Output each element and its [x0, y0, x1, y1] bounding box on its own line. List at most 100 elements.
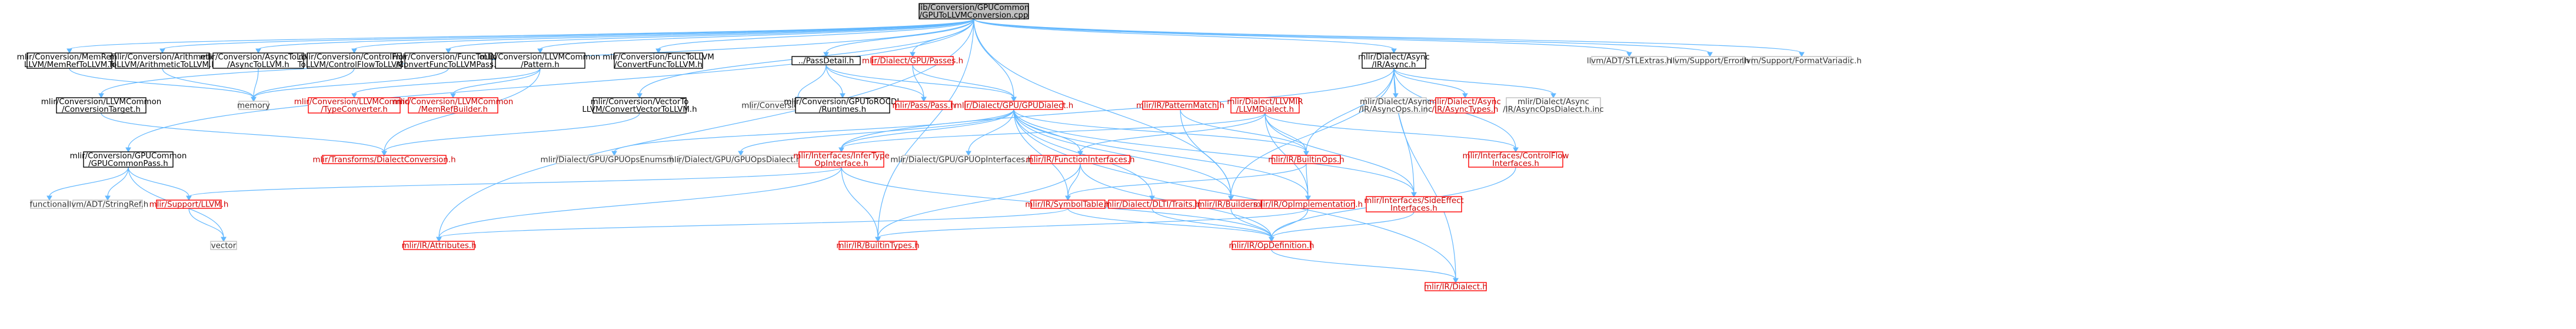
node-box	[322, 155, 447, 164]
node-func2llvmpass[interactable]: mlir/Conversion/FuncToLLVM/ConvertFuncTo…	[392, 52, 504, 69]
node-label: /TypeConverter.h	[321, 105, 387, 114]
node-dlti[interactable]: mlir/Dialect/DLTI/Traits.h	[1104, 200, 1200, 210]
node-label: vector	[211, 242, 237, 251]
node-label: mlir/Conversion/AsyncToLLVM	[200, 53, 317, 62]
node-label: mlir/Dialect/DLTI/Traits.h	[1104, 201, 1200, 210]
edge-symboltable-to-opdefinition	[1067, 208, 1274, 242]
node-label: mlir/IR/Attributes.h	[401, 242, 476, 251]
node-box	[1435, 97, 1495, 114]
node-opimpl[interactable]: mlir/IR/OpImplementation.h	[1253, 200, 1363, 210]
node-supportllvm[interactable]: mlir/Support/LLVM.h	[149, 200, 229, 210]
edge-root-to-memref	[66, 18, 974, 54]
node-box	[403, 241, 475, 250]
node-label: Interfaces.h	[1492, 159, 1539, 168]
edge-asyncdialect-to-irbuilders	[1228, 68, 1394, 201]
node-label: /Runtimes.h	[819, 105, 866, 114]
node-label: mlir/Interfaces/InferType	[793, 152, 890, 161]
node-box	[1030, 155, 1130, 164]
edge-inferiface-to-supportllvm	[186, 167, 842, 201]
node-label: memory	[237, 102, 270, 111]
node-label: mlir/IR/Dialect.h	[1424, 283, 1487, 292]
edge-gpupasses-to-gpudialect	[912, 64, 1017, 102]
node-gpucommonpass[interactable]: mlir/Conversion/GPUCommon/GPUCommonPass.…	[70, 151, 187, 168]
node-asyncdialect[interactable]: mlir/Dialect/Async/IR/Async.h	[1358, 52, 1430, 69]
node-label: lib/Conversion/GPUCommon	[918, 4, 1030, 12]
node-label: mlir/Conversion/GPUToROCDL	[784, 98, 901, 107]
node-cf2llvm[interactable]: mlir/Conversion/ControlFlowToLLVM/Contro…	[297, 52, 411, 69]
node-label: mlir/Dialect/GPU/GPUOpsDialect.h.inc	[667, 156, 815, 165]
node-label: mlir/IR/OpDefinition.h	[1229, 242, 1314, 251]
node-label: ../PassDetail.h	[798, 57, 854, 66]
node-passpass[interactable]: mlir/Pass/Pass.h	[892, 101, 956, 111]
node-label: /IR/Async.h	[1372, 61, 1416, 69]
node-box	[1752, 56, 1852, 65]
node-label: mlir/Conversion/LLVMCommon	[480, 53, 601, 62]
node-rocdlruntimes[interactable]: mlir/Conversion/GPUToROCDL/Runtimes.h	[784, 97, 901, 114]
node-box	[1261, 200, 1355, 209]
node-root[interactable]: lib/Conversion/GPUCommon/GPUToLLVMConver…	[918, 3, 1030, 20]
edge-root-to-passdetail	[823, 18, 974, 58]
node-label: OpInterface.h	[814, 159, 868, 168]
node-opdefinition[interactable]: mlir/IR/OpDefinition.h	[1229, 241, 1314, 251]
node-box	[871, 56, 954, 65]
node-convtarget[interactable]: mlir/Conversion/LLVMCommon/ConversionTar…	[41, 97, 162, 114]
node-llvmpattern[interactable]: mlir/Conversion/LLVMCommon/Pattern.h	[480, 52, 601, 69]
node-gpupasses[interactable]: mlir/Dialect/GPU/Passes.h	[862, 56, 963, 66]
node-asynctypes[interactable]: mlir/Dialect/Async/IR/AsyncTypes.h	[1429, 97, 1501, 114]
node-label: /ConversionTarget.h	[62, 105, 141, 114]
node-box	[212, 52, 304, 69]
node-label: mlir/Dialect/LLVMIR	[1227, 98, 1303, 107]
node-funciface[interactable]: mlir/IR/FunctionInterfaces.h	[1026, 155, 1135, 165]
node-label: llvm/ADT/StringRef.h	[67, 201, 148, 210]
edge-gpudialect-to-builtinops	[1013, 109, 1309, 157]
edge-asyncdialect-to-asynctypes	[1393, 68, 1468, 99]
node-memref[interactable]: mlir/Conversion/MemRefToLLVM/MemRefToLLV…	[17, 52, 122, 69]
node-func2llvm[interactable]: mlir/Conversion/FuncToLLVM/ConvertFuncTo…	[603, 52, 714, 69]
node-irbuilders[interactable]: mlir/IR/Builders.h	[1197, 200, 1265, 210]
node-gpudialect[interactable]: mlir/Dialect/GPU/GPUDialect.h	[954, 101, 1073, 111]
node-box	[115, 52, 210, 69]
nodes-layer: lib/Conversion/GPUCommon/GPUToLLVMConver…	[17, 3, 1862, 292]
node-async2llvm[interactable]: mlir/Conversion/AsyncToLLVM/AsyncToLLVM.…	[200, 52, 317, 69]
node-box	[556, 155, 673, 164]
edge-patternmatch-to-irbuilders	[1180, 109, 1234, 201]
edge-root-to-builtintypes	[875, 18, 974, 242]
node-label: mlir/Dialect/Async	[1517, 98, 1589, 107]
node-dialectconversion[interactable]: mlir/Transforms/DialectConversion.h	[312, 155, 456, 165]
edge-root-to-arith	[159, 18, 974, 54]
node-label: mlir/Conversion/FuncToLLVM	[603, 53, 714, 62]
node-patternmatch[interactable]: mlir/IR/PatternMatch.h	[1136, 101, 1224, 111]
node-irdialect[interactable]: mlir/IR/Dialect.h	[1424, 282, 1487, 292]
node-llvmdialect[interactable]: mlir/Dialect/LLVMIR/LLVMDialect.h	[1227, 97, 1303, 114]
node-typeconv[interactable]: mlir/Conversion/LLVMCommon/TypeConverter…	[294, 97, 415, 114]
node-label: mlir/Dialect/GPU/GPUOpInterfaces.h.inc	[890, 156, 1046, 165]
node-attributes[interactable]: mlir/IR/Attributes.h	[401, 241, 477, 251]
edge-opimpl-to-builtintypes	[875, 208, 1309, 242]
node-memrefbuilder[interactable]: mlir/Conversion/LLVMCommon/MemRefBuilder…	[393, 97, 514, 114]
node-gpuopsenums: mlir/Dialect/GPU/GPUOpsEnums.h.inc	[541, 155, 688, 165]
node-builtintypes[interactable]: mlir/IR/BuiltinTypes.h	[836, 241, 920, 251]
edge-root-to-asyncdialect	[973, 18, 1397, 54]
node-passdetail[interactable]: ../PassDetail.h	[791, 56, 861, 66]
node-builtinops[interactable]: mlir/IR/BuiltinOps.h	[1268, 155, 1344, 165]
edge-gpudialect-to-irdialect	[1013, 109, 1459, 284]
edge-gpudialect-to-sideeffect	[1013, 109, 1417, 198]
node-vec2llvm[interactable]: mlir/Conversion/VectorToLLVM/ConvertVect…	[582, 97, 697, 114]
node-label: Interfaces.h	[1390, 204, 1437, 213]
edge-opimpl-to-opdefinition	[1269, 208, 1309, 242]
node-label: LLVM/ConvertVectorToLLVM.h	[582, 105, 697, 114]
edge-root-to-func2llvmpass	[445, 18, 974, 54]
node-box	[1468, 151, 1563, 168]
node-arith[interactable]: mlir/Conversion/ArithmeticToLLVM/Arithme…	[108, 52, 217, 69]
node-symboltable[interactable]: mlir/IR/SymbolTable.h	[1025, 200, 1111, 210]
node-label: mlir/Dialect/GPU/Passes.h	[862, 57, 963, 66]
edge-builtinops-to-opimpl	[1305, 163, 1311, 201]
node-box	[72, 200, 143, 209]
edge-funciface-to-symboltable	[1065, 163, 1081, 201]
edge-gpudialect-to-gpuopsenums	[611, 109, 1014, 157]
edge-asyncdialect-to-asyncopsdialectinc	[1393, 68, 1556, 99]
